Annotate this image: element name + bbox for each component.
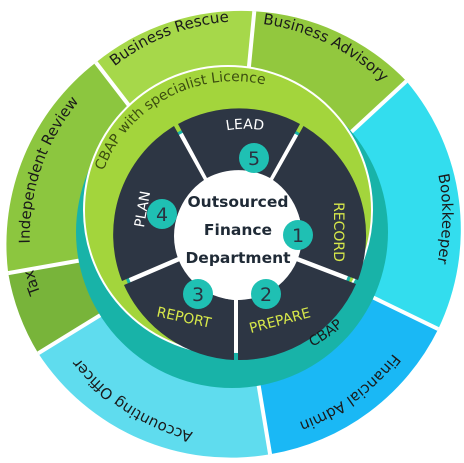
segment-report <box>124 261 234 360</box>
step-label-record: RECORD <box>330 202 346 262</box>
center-line-1: Outsourced <box>188 193 289 211</box>
svg-text:2: 2 <box>260 284 272 306</box>
segment-record <box>273 126 367 280</box>
center-line-2: Finance <box>204 221 272 239</box>
svg-text:5: 5 <box>248 148 260 170</box>
segment-prepare <box>238 261 356 361</box>
step-label-lead: LEAD <box>225 117 265 135</box>
segment-business-advisory <box>247 11 407 135</box>
svg-text:1: 1 <box>292 225 304 247</box>
label-bookkeeper: Bookkeeper <box>433 172 456 266</box>
segment-bookkeeper <box>348 81 461 330</box>
segment-financial-admin <box>257 296 439 455</box>
outer-ring <box>6 10 461 458</box>
segment-business-rescue <box>95 10 255 122</box>
step-number-1: 1 <box>283 220 313 250</box>
steps-wheel <box>113 108 367 361</box>
step-number-3: 3 <box>183 279 213 309</box>
segment-accounting-officer <box>38 313 271 458</box>
step-number-2: 2 <box>251 279 281 309</box>
center-line-3: Department <box>185 249 291 267</box>
svg-text:4: 4 <box>156 204 168 226</box>
step-number-4: 4 <box>147 199 177 229</box>
segment-independent-review <box>6 62 142 274</box>
center-title: Outsourced Finance Department <box>185 193 291 267</box>
center-disc <box>174 172 302 300</box>
segment-tax <box>8 260 103 354</box>
step-number-5: 5 <box>239 143 269 173</box>
segment-lead <box>178 108 300 178</box>
svg-text:3: 3 <box>192 284 204 306</box>
